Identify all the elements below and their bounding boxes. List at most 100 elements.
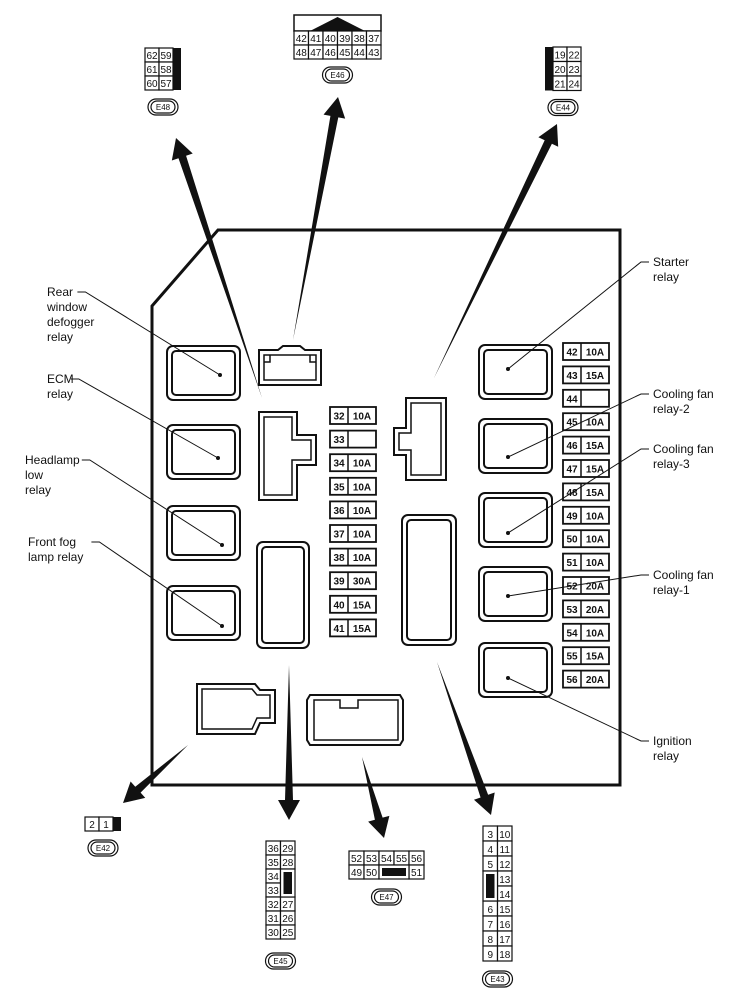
pin-44: 44 (354, 48, 366, 59)
pin-5: 5 (487, 860, 493, 871)
pin-43: 43 (368, 48, 380, 59)
fuse-rating: 15A (586, 371, 604, 382)
pin-15: 15 (499, 905, 511, 916)
socket-e42 (196, 683, 276, 735)
fuse-rating: 15A (586, 488, 604, 499)
center-fuse-33: 33 (329, 429, 377, 449)
socket-e43 (401, 514, 457, 646)
pin-9: 9 (487, 950, 493, 961)
fuse-number: 37 (333, 530, 345, 541)
fuse-number: 38 (333, 553, 345, 564)
connector-badge-outer (147, 98, 179, 116)
pin-12: 12 (499, 860, 511, 871)
pin-41: 41 (310, 34, 322, 45)
pin-37: 37 (368, 34, 380, 45)
pin-55: 55 (396, 854, 408, 865)
pin-28: 28 (282, 858, 294, 869)
fuse-rating: 15A (586, 465, 604, 476)
connector-id-label: E42 (96, 844, 111, 853)
fuse-number: 55 (566, 652, 578, 663)
rear-window-defogger-relay-label: defogger (47, 315, 94, 329)
right-fuse-54: 54 10A (562, 622, 610, 642)
ecm-relay-label: relay (47, 387, 73, 401)
pin-cell (365, 44, 382, 60)
fuse-rating: 10A (586, 558, 604, 569)
pin-60: 60 (146, 79, 158, 90)
starter-relay-label: relay (653, 270, 679, 284)
pin-53: 53 (366, 854, 378, 865)
pin-24: 24 (568, 80, 580, 91)
socket-e44 (393, 397, 447, 481)
arrow-to-e47 (362, 757, 390, 838)
pin-36: 36 (268, 844, 280, 855)
connector-badge-inner (267, 954, 294, 968)
socket-e47 (306, 694, 404, 746)
fuse-rating: 10A (586, 628, 604, 639)
fuse-number: 54 (566, 628, 578, 639)
pin-2: 2 (89, 820, 95, 831)
ignition-relay-dot (506, 676, 510, 680)
headlamp-low-relay-label: low (25, 468, 43, 482)
connector-badge-inner (324, 68, 351, 82)
pin-35: 35 (268, 858, 280, 869)
connector-id-label: E44 (556, 104, 571, 113)
headlamp-low-relay-dot (220, 543, 224, 547)
pin-50: 50 (366, 868, 378, 879)
cooling-fan-relay-1-leader (507, 574, 649, 597)
arrow-to-e46 (293, 97, 346, 340)
fuse-number: 50 (566, 535, 578, 546)
cooling-fan-relay-3-label: relay-3 (653, 457, 690, 471)
rear-window-defogger-relay-label: window (46, 300, 87, 314)
arrow-to-e42 (123, 745, 188, 803)
fuse-number: 53 (566, 605, 578, 616)
pin-45: 45 (339, 48, 351, 59)
cooling-fan-relay-3 (478, 492, 553, 548)
pin-46: 46 (325, 48, 337, 59)
relay-labels: RearwindowdefoggerrelayECMrelayHeadlampl… (25, 255, 714, 763)
pin-cell (279, 924, 296, 940)
fuse-number: 32 (333, 412, 345, 423)
cooling-fan-relay-2-dot (506, 455, 510, 459)
front-fog-lamp-relay-dot (220, 624, 224, 628)
starter-relay (478, 344, 553, 400)
connector-badge-inner (150, 100, 176, 114)
fuse-number: 56 (566, 675, 578, 686)
ecm-relay-leader (70, 378, 219, 459)
pin-20: 20 (554, 65, 566, 76)
fuse-rating: 15A (353, 624, 371, 635)
fuse-rating: 10A (353, 506, 371, 517)
pin-23: 23 (568, 65, 580, 76)
connector-lock-bar (545, 47, 553, 91)
front-fog-lamp-relay (166, 585, 241, 641)
cooling-fan-relay-2-leader (507, 393, 649, 458)
fuse-rating: 10A (353, 412, 371, 423)
fuse-number: 44 (566, 394, 578, 405)
pin-1: 1 (103, 820, 109, 831)
pin-49: 49 (351, 868, 363, 879)
pin-18: 18 (499, 950, 511, 961)
cooling-fan-relay-1-label: Cooling fan (653, 568, 714, 582)
fuse-rating: 10A (586, 418, 604, 429)
cooling-fan-relay-3-label: Cooling fan (653, 442, 714, 456)
pin-48: 48 (296, 48, 308, 59)
arrow-to-e44 (434, 124, 559, 378)
connector-id-label: E48 (156, 103, 171, 112)
connector-badge-outer (547, 98, 579, 117)
fuse-rating: 10A (353, 459, 371, 470)
headlamp-low-relay-label: Headlamp (25, 453, 80, 467)
fuse-number: 41 (333, 624, 345, 635)
fuse-number: 47 (566, 465, 578, 476)
pin-25: 25 (282, 928, 294, 939)
fuse-number: 49 (566, 511, 578, 522)
fuse-number: 51 (566, 558, 578, 569)
